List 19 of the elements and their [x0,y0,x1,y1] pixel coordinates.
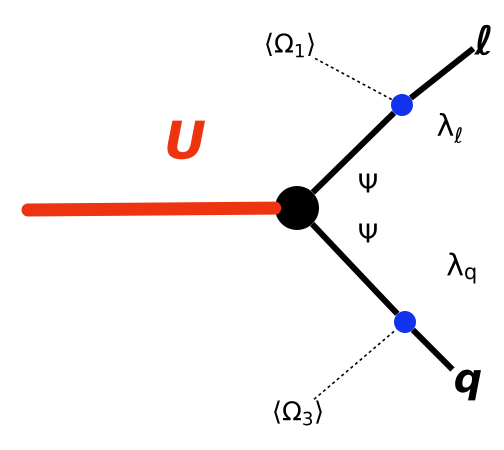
edge-label: U [167,120,206,160]
field-label: Ψ [359,174,377,192]
vev-label: ⟨Ω$_{1}$⟩ [266,32,314,58]
coupling-dot [391,94,413,116]
vev-label: ⟨Ω$_{3}$⟩ [274,400,322,426]
brush-stroke [22,202,282,216]
coupling-label: λ$_{ℓ}$ [437,112,462,144]
field-label: Ψ [359,224,377,242]
particle-label: ℓ [474,24,491,56]
vertex-dot [275,186,319,230]
coupling-label: λ$_{q}$ [447,252,476,284]
line [310,222,400,316]
dotted-line [314,58,392,100]
line [410,328,455,372]
line [408,46,476,100]
dotted-line [314,328,397,400]
coupling-dot [394,310,416,333]
line [310,110,396,195]
particle-label: q [455,370,481,400]
